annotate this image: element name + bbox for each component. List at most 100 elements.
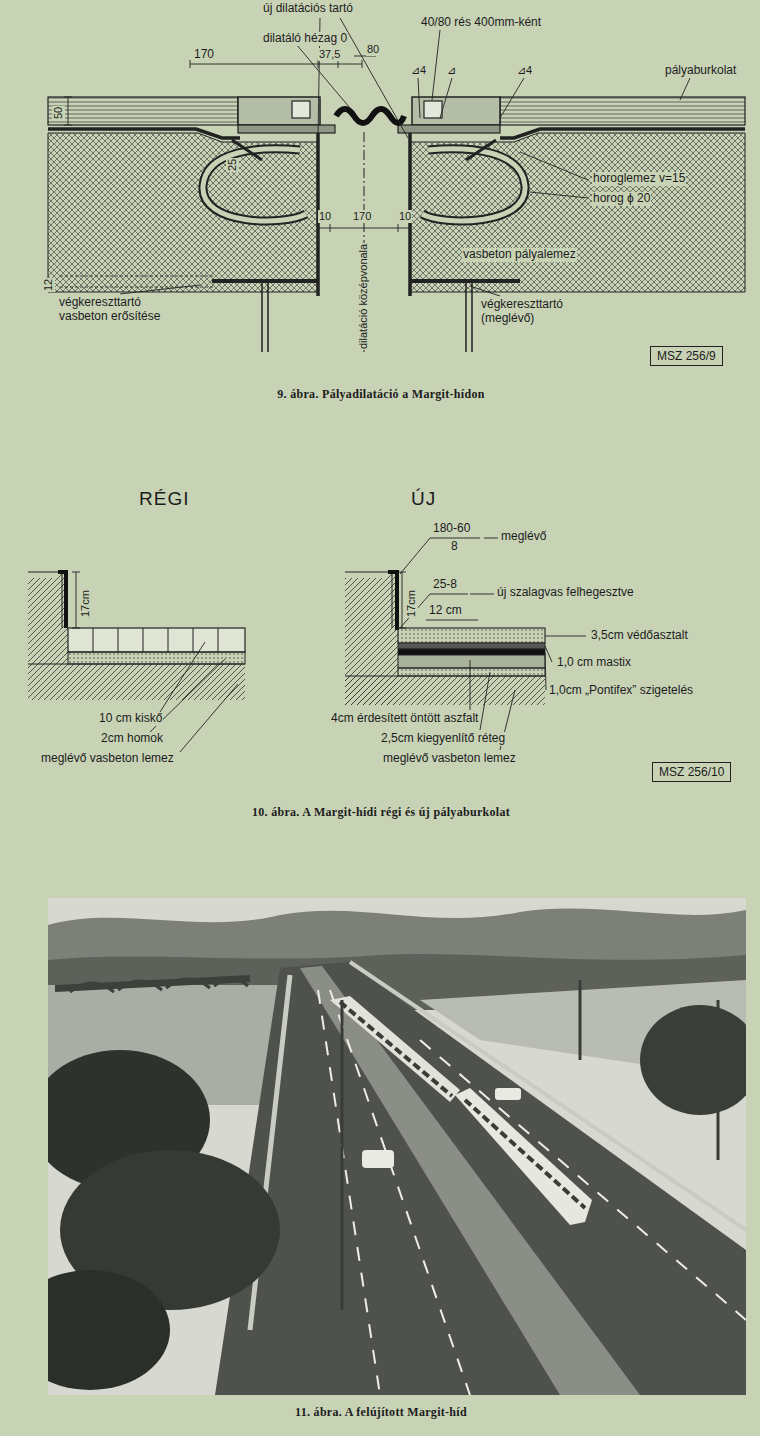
drawing-path (466, 140, 496, 160)
drawing-g (28, 538, 586, 752)
drawing-label: 1,0cm „Pontifex” szigetelés (548, 684, 694, 698)
drawing-label: 40/80 rés 400mm-ként (420, 16, 542, 30)
drawing-path (262, 281, 268, 352)
drawing-path (354, 56, 376, 57)
drawing-path (680, 78, 690, 100)
drawing-path (28, 663, 245, 664)
drawing-rect (68, 652, 245, 664)
drawing-rect (398, 643, 545, 649)
drawing-path (422, 149, 525, 221)
drawing-label: 37,5 (318, 48, 341, 61)
drawing-path (342, 980, 718, 1310)
drawing-rect (495, 1088, 521, 1100)
drawing-polygon (48, 133, 318, 292)
drawing-rect (362, 1150, 394, 1168)
drawing-path (93, 628, 218, 652)
drawing-path (345, 572, 392, 628)
drawing-path (484, 538, 498, 539)
drawing-path (430, 538, 480, 594)
drawing-label: dilatáló hézag 0 (262, 32, 348, 46)
drawing-rect (28, 664, 245, 700)
drawing-label: 3,5cm védőasztalt (590, 629, 689, 643)
drawing-label: 2,5cm kiegyenlítő réteg (380, 732, 506, 746)
drawing-label: 80 (366, 43, 380, 56)
drawing-label: vasbeton pályalemez (462, 248, 577, 262)
drawing-path (58, 572, 66, 628)
drawing-path (400, 538, 430, 628)
bridge-photo (48, 898, 746, 1395)
drawing-ellipse (640, 1005, 746, 1115)
drawing-path (345, 675, 545, 676)
drawing-label: végkereszttartó (meglévő) (480, 298, 606, 326)
drawing-label: meglévő vasbeton lemez (40, 752, 175, 766)
dimension-label: 50 (52, 106, 65, 120)
drawing-path (55, 975, 250, 992)
dimension-label: 25 (226, 158, 239, 172)
drawing-path (296, 44, 350, 108)
drawing-label: 170 (352, 210, 372, 223)
standard-stamp-box: MSZ 256/9 (650, 346, 723, 366)
drawing-rect (238, 125, 335, 133)
drawing-path (203, 149, 306, 221)
drawing-label: ⊿4 (516, 64, 533, 77)
drawing-label: meglévő (500, 530, 547, 544)
drawing-rect (238, 97, 320, 125)
drawing-rect (398, 668, 545, 676)
drawing-path (470, 594, 494, 595)
drawing-label: 180-60 (432, 522, 471, 536)
drawing-label: új szalagvas felhegesztve (496, 586, 635, 600)
drawing-rect (500, 97, 745, 125)
drawing-rect (412, 97, 500, 125)
drawing-label: horoglemez v=15 (592, 172, 686, 186)
drawing-path (418, 78, 524, 118)
drawing-rect (398, 125, 500, 133)
drawing-path (318, 224, 410, 232)
drawing-label: pályaburkolat (664, 64, 737, 78)
section-heading: ÚJ (410, 488, 437, 510)
dimension-label: 12 (42, 278, 55, 292)
drawing-path (422, 149, 525, 221)
drawing-polygon (300, 966, 640, 1395)
drawing-path (70, 979, 248, 992)
figure-caption: 9. ábra. Pályadilatáció a Margit-hídon (0, 388, 760, 402)
drawing-label: 10 (398, 210, 412, 223)
drawing-label: 10 (318, 210, 332, 223)
drawing-label: ⊿4 (410, 64, 427, 77)
drawing-path (120, 285, 200, 294)
drawing-label: meglévő vasbeton lemez (382, 752, 517, 766)
stamp-text: MSZ 256/10 (659, 765, 724, 779)
drawing-path (64, 97, 72, 125)
drawing-path (340, 1002, 585, 1208)
drawing-path (190, 60, 362, 68)
drawing-path (426, 620, 478, 621)
drawing-polygon (28, 572, 68, 664)
dimension-label: 17cm (79, 589, 92, 618)
drawing-path (28, 572, 62, 628)
drawing-rect (424, 101, 442, 118)
drawing-label: végkereszttartó vasbeton erősítése (58, 296, 176, 324)
drawing-rect (398, 649, 545, 655)
drawing-label: 2cm homok (100, 732, 164, 746)
drawing-path (466, 281, 472, 352)
drawing-path (520, 152, 588, 180)
drawing-polygon (410, 133, 745, 292)
drawing-label: 12 cm (428, 604, 463, 618)
drawing-path (336, 109, 404, 123)
drawing-label: 4cm érdesített öntött aszfalt (330, 712, 479, 726)
drawing-path (388, 572, 397, 630)
drawing-ellipse (48, 1270, 170, 1390)
drawing-path (203, 149, 306, 221)
dimension-label: 17cm (405, 589, 418, 618)
drawing-rect (398, 628, 545, 643)
drawing-rect (292, 101, 310, 118)
figure-caption: 11. ábra. A felújított Margit-híd (0, 1406, 760, 1420)
drawing-label: ⊿ (446, 64, 457, 77)
drawing-path (470, 286, 500, 296)
drawing-g (48, 18, 745, 352)
drawing-label: 10 cm kiskő (98, 712, 163, 726)
drawing-path (432, 30, 440, 100)
dimension-label: dilatáció középvonala (357, 243, 370, 350)
drawing-label: 170 (193, 48, 215, 62)
drawing-path (410, 279, 520, 283)
